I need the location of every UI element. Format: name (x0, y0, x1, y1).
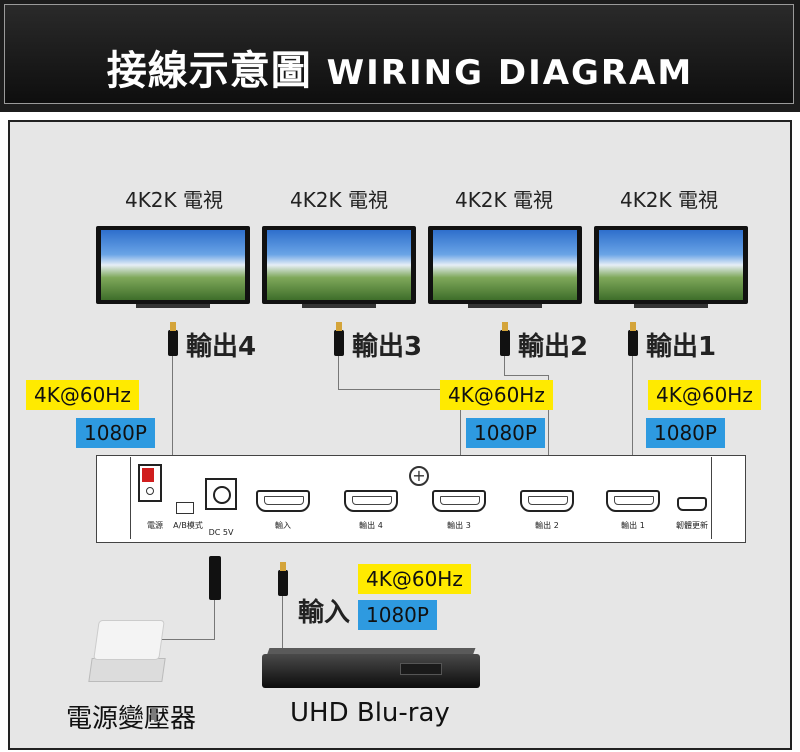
usb-port-icon (677, 497, 707, 511)
tag-1080p-right: 1080P (646, 418, 725, 448)
cable-out2 (504, 375, 548, 376)
screw-icon: + (409, 466, 429, 486)
tv-3 (428, 226, 582, 310)
tv-label-2: 4K2K 電視 (289, 188, 389, 212)
cable-out1 (632, 356, 633, 493)
port-out2 (520, 490, 574, 512)
label-dc: DC 5V (208, 528, 234, 537)
cable-out3 (460, 389, 461, 493)
header: 接線示意圖 WIRING DIAGRAM (0, 0, 800, 112)
input-label: 輸入 (298, 598, 351, 628)
output-label-4: 輸出4 (186, 332, 257, 362)
power-adapter-icon (93, 620, 165, 660)
tag-1080p-left: 1080P (76, 418, 155, 448)
hdmi-plug-icon (168, 322, 178, 356)
tv-label-3: 4K2K 電視 (454, 188, 554, 212)
label-power-adapter: 電源變壓器 (66, 704, 197, 734)
power-adapter-base (88, 658, 166, 682)
title-zh: 接線示意圖 (106, 48, 312, 94)
label-out1: 輸出 1 (621, 521, 645, 530)
cable-out2 (504, 356, 505, 376)
output-label-2: 輸出2 (518, 332, 589, 362)
splitter-front (130, 457, 712, 539)
port-out3 (432, 490, 486, 512)
tag-4k-input: 4K@60Hz (358, 564, 471, 594)
port-input (256, 490, 310, 512)
tag-1080p-input: 1080P (358, 600, 437, 630)
tag-1080p-middle: 1080P (466, 418, 545, 448)
label-bluray: UHD Blu-ray (290, 698, 450, 728)
hdmi-plug-icon (334, 322, 344, 356)
label-power: 電源 (147, 521, 163, 530)
port-out4 (344, 490, 398, 512)
label-firmware: 韌體更新 (676, 521, 708, 530)
page-title: 接線示意圖 WIRING DIAGRAM (0, 38, 800, 96)
label-out4: 輸出 4 (359, 521, 383, 530)
input-cable (282, 596, 283, 650)
output-label-1: 輸出1 (646, 332, 717, 362)
dc-jack-ring (213, 486, 231, 504)
label-ab-mode: A/B模式 (173, 521, 203, 530)
label-out3: 輸出 3 (447, 521, 471, 530)
port-out1 (606, 490, 660, 512)
cable-out3 (338, 356, 339, 390)
ab-mode-switch[interactable] (176, 502, 194, 514)
output-label-3: 輸出3 (352, 332, 423, 362)
hdmi-plug-icon (628, 322, 638, 356)
title-en: WIRING DIAGRAM (326, 53, 694, 93)
label-out2: 輸出 2 (535, 521, 559, 530)
tag-4k-right: 4K@60Hz (648, 380, 761, 410)
label-input: 輸入 (275, 521, 291, 530)
power-switch-indicator (142, 468, 154, 482)
power-switch-dot (146, 487, 154, 495)
cable-out4 (172, 356, 173, 472)
power-cable (160, 639, 215, 640)
tag-4k-left: 4K@60Hz (26, 380, 139, 410)
dc-plug-icon (209, 556, 221, 600)
tv-4 (594, 226, 748, 310)
header-frame (4, 4, 794, 104)
tv-label-1: 4K2K 電視 (124, 188, 224, 212)
tv-2 (262, 226, 416, 310)
power-cable (214, 600, 215, 640)
bluray-display (400, 663, 442, 675)
cable-out2 (548, 375, 549, 493)
tv-1 (96, 226, 250, 310)
bluray-player-icon (262, 654, 480, 688)
tv-label-4: 4K2K 電視 (619, 188, 719, 212)
cable-out3 (338, 389, 460, 390)
tag-4k-middle: 4K@60Hz (440, 380, 553, 410)
hdmi-plug-icon (278, 562, 288, 596)
hdmi-plug-icon (500, 322, 510, 356)
